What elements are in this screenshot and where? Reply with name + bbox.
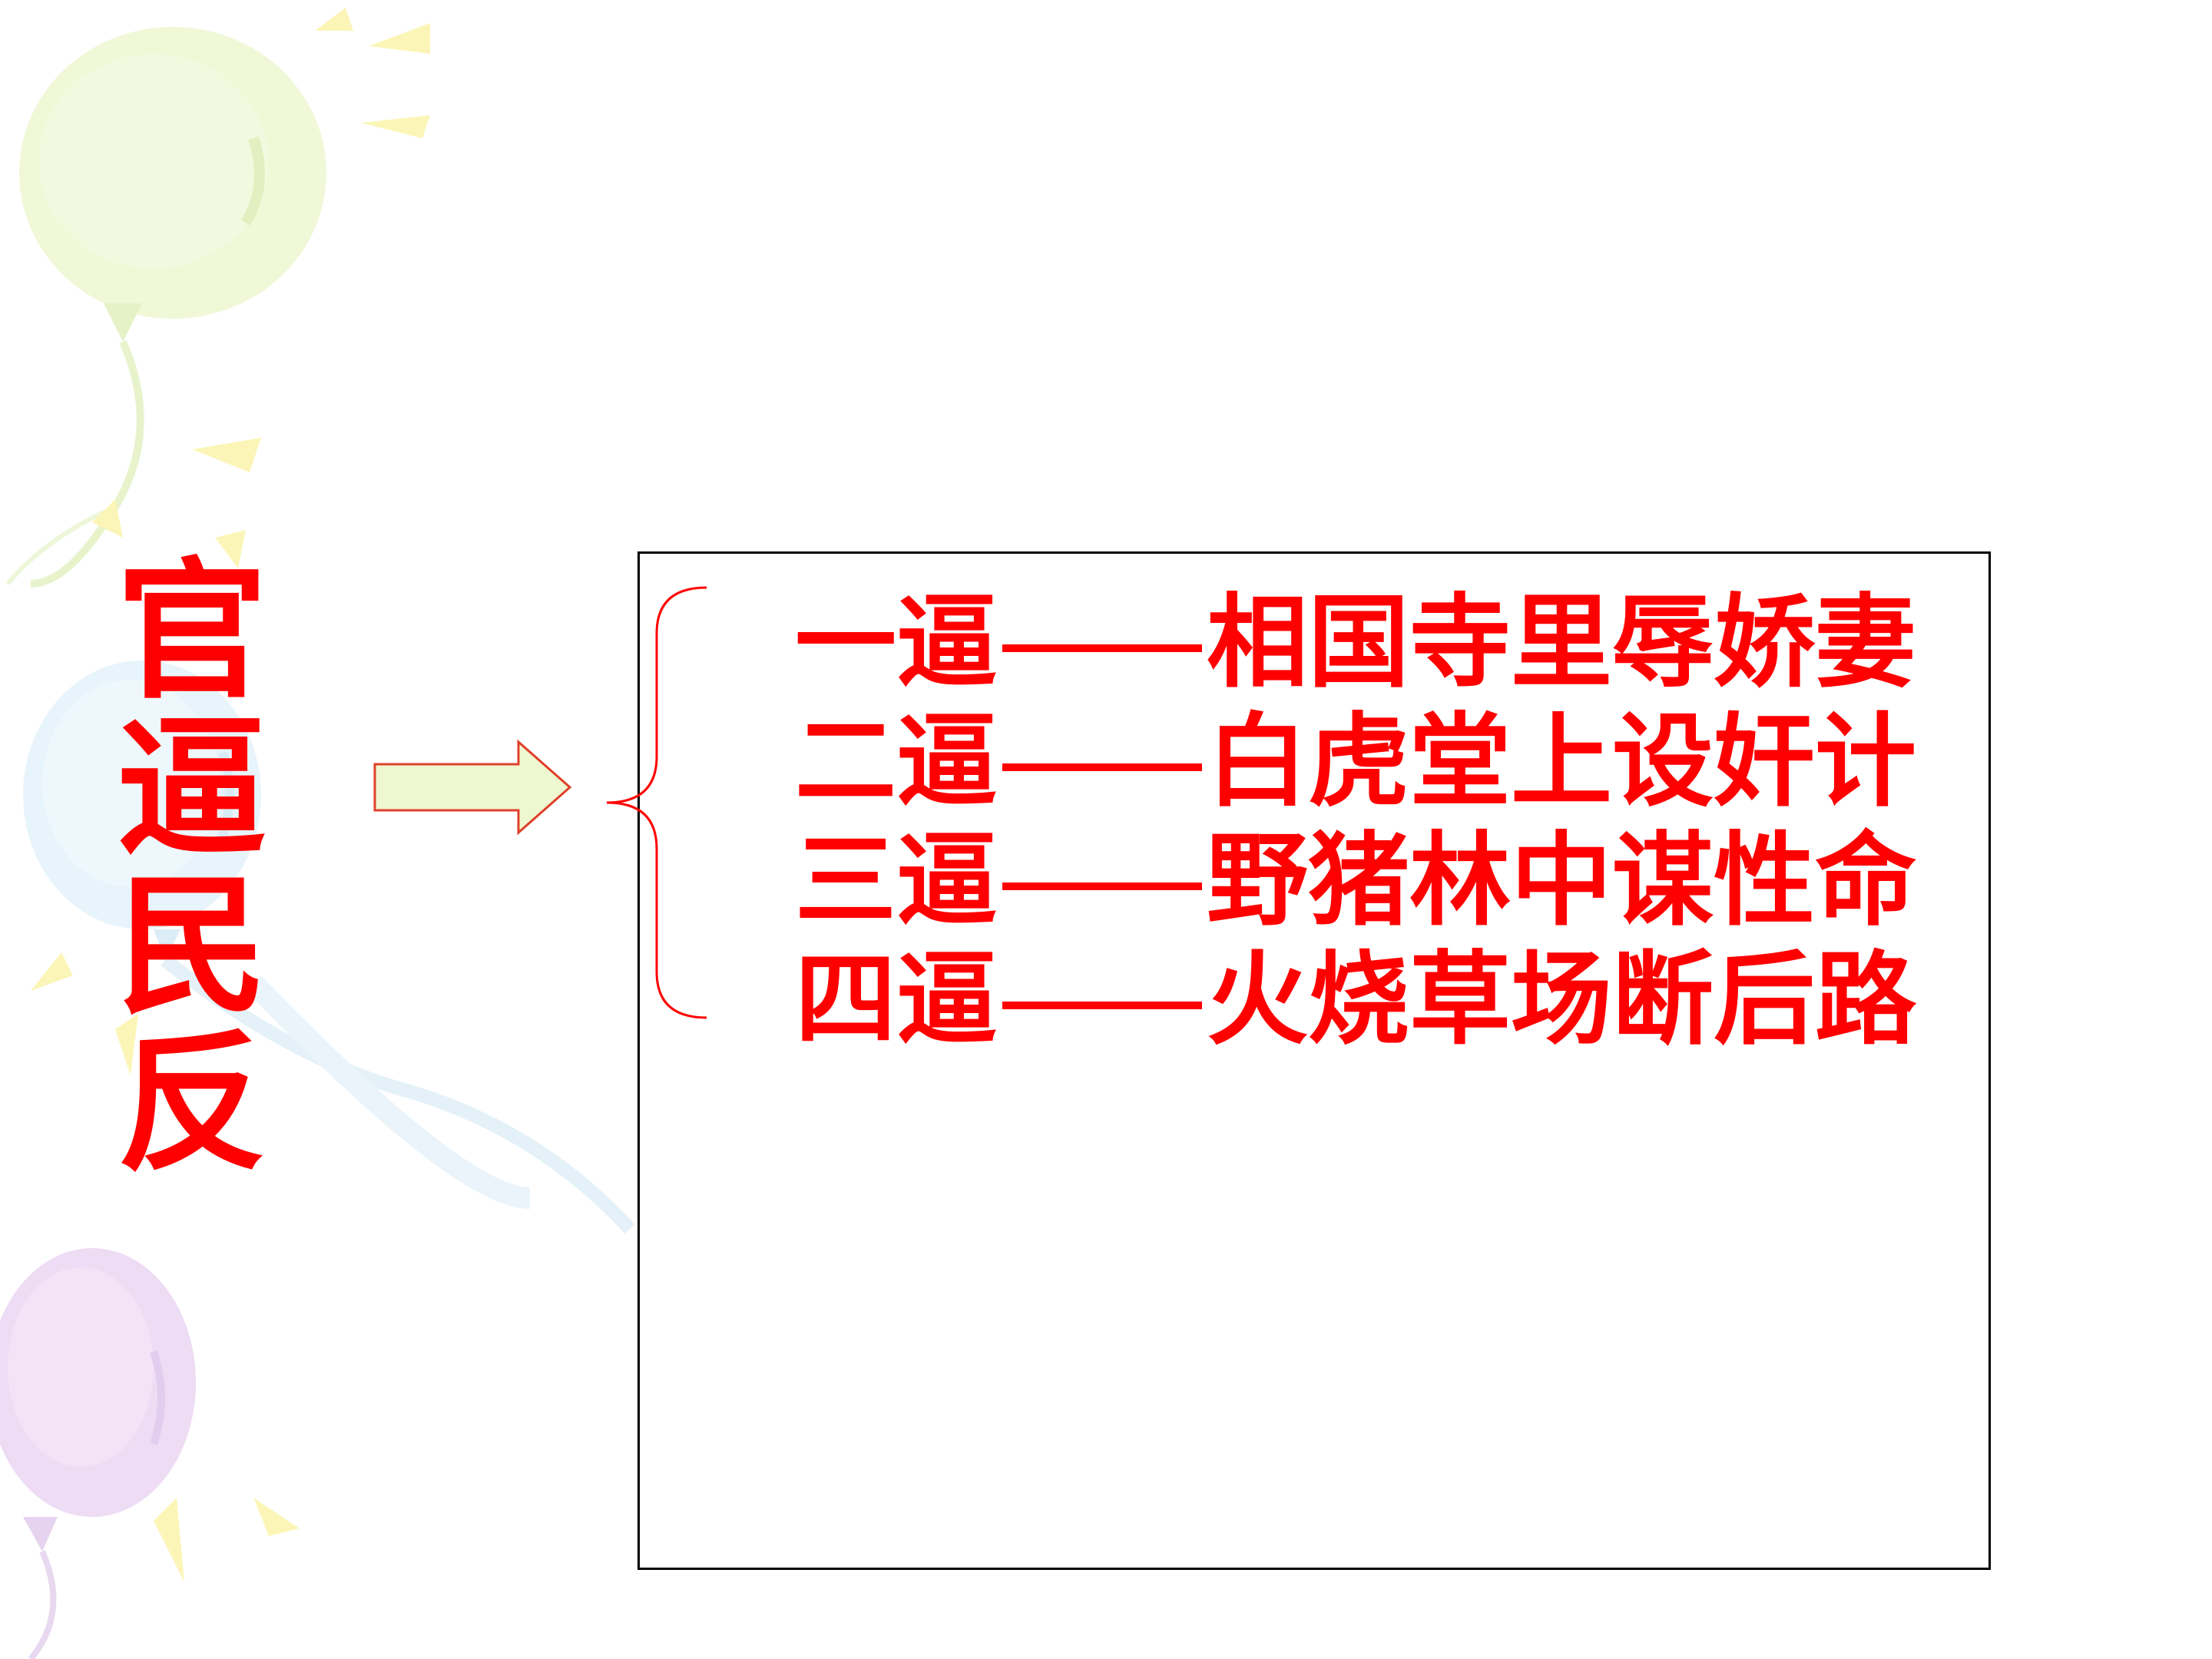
em-dash-divider (1002, 644, 1202, 652)
item-text: 白虎堂上设奸计 (1207, 702, 1916, 821)
list-item: 四逼 火烧草场断后路 (795, 932, 1978, 1059)
item-list: 一逼 相国寺里辱娇妻 二逼 白虎堂上设奸计 三逼 野猪林中谋性命 四逼 火烧草场… (795, 575, 1978, 1059)
left-curly-brace-icon (606, 586, 707, 1019)
em-dash-divider (1002, 763, 1202, 771)
item-label: 四逼 (795, 940, 998, 1059)
title-char: 逼 (116, 700, 267, 877)
item-text: 野猪林中谋性命 (1207, 821, 1916, 940)
content-box (637, 551, 1991, 1570)
item-label: 二逼 (795, 702, 998, 821)
vertical-title: 官 逼 民 反 (115, 553, 269, 1183)
purple-balloon-icon (0, 1248, 196, 1659)
item-text: 相国寺里辱娇妻 (1207, 583, 1916, 702)
list-item: 二逼 白虎堂上设奸计 (795, 694, 1978, 821)
item-label: 一逼 (795, 583, 998, 702)
em-dash-divider (1002, 1001, 1202, 1009)
title-char: 民 (116, 858, 267, 1035)
title-char: 官 (116, 543, 267, 720)
right-arrow-icon (373, 739, 572, 836)
item-label: 三逼 (795, 821, 998, 940)
list-item: 三逼 野猪林中谋性命 (795, 813, 1978, 940)
blue-balloon-icon (23, 661, 635, 1234)
green-balloon-icon (5, 27, 326, 588)
item-text: 火烧草场断后路 (1207, 940, 1916, 1059)
list-item: 一逼 相国寺里辱娇妻 (795, 575, 1978, 702)
yellow-rays-icon (31, 952, 300, 1582)
yellow-rays-icon (92, 8, 430, 568)
title-char: 反 (116, 1015, 267, 1192)
em-dash-divider (1002, 882, 1202, 890)
